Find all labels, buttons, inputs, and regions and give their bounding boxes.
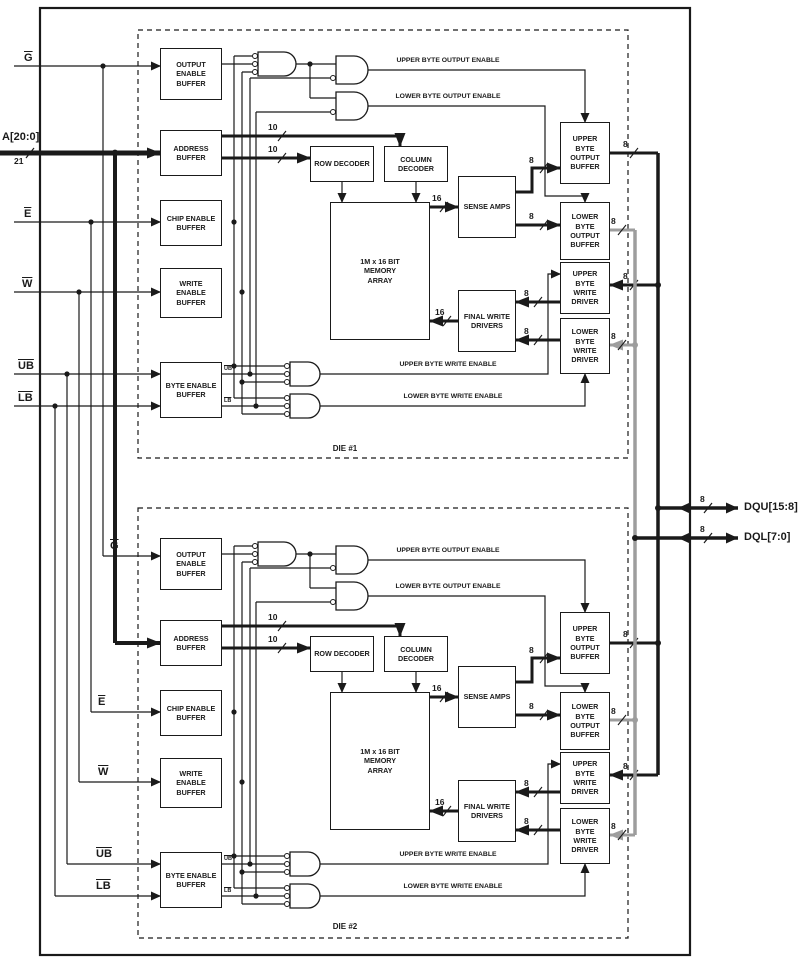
bus-width-8: 8 [529, 701, 534, 711]
output-enable-and-gate [257, 51, 297, 77]
die2-chip-enable-buffer: CHIP ENABLE BUFFER [160, 690, 222, 736]
package-boundary [38, 6, 692, 957]
inverter-bubbles [252, 53, 336, 417]
die1-upper-byte-write-enable-label: UPPER BYTE WRITE ENABLE [399, 361, 497, 368]
bus-width-8: 8 [524, 816, 529, 826]
die2-byte-enable-buffer: BYTE ENABLE BUFFER [160, 852, 222, 908]
die1-address-buffer: ADDRESS BUFFER [160, 130, 222, 176]
bus-width-10: 10 [268, 144, 278, 154]
die1-title: DIE #1 [332, 444, 358, 453]
die1-lower-byte-output-buffer: LOWER BYTE OUTPUT BUFFER [560, 202, 610, 260]
die2-lower-byte-write-driver: LOWER BYTE WRITE DRIVER [560, 808, 610, 864]
die2-row-decoder: ROW DECODER [310, 636, 374, 672]
bus-width-8: 8 [611, 821, 616, 831]
upper-output-enable-and-gate [335, 55, 369, 85]
bus-width-8: 8 [611, 706, 616, 716]
die2-write-enable-buffer: WRITE ENABLE BUFFER [160, 758, 222, 808]
signal-e-die1: E [24, 208, 32, 220]
bus-width-16: 16 [435, 797, 445, 807]
bus-width-10: 10 [268, 634, 278, 644]
die1-boundary [137, 29, 629, 459]
signal-g-die2: G [110, 540, 119, 552]
bus-width-8: 8 [524, 288, 529, 298]
bus-width-10: 10 [268, 122, 278, 132]
die1-byte-enable-buffer: BYTE ENABLE BUFFER [160, 362, 222, 418]
die2-final-write-drivers: FINAL WRITE DRIVERS [458, 780, 516, 842]
upper-write-enable-and-gate [289, 361, 321, 387]
lower-output-enable-and-gate [335, 91, 369, 121]
bus-width-16: 16 [432, 193, 442, 203]
die1-final-write-drivers: FINAL WRITE DRIVERS [458, 290, 516, 352]
die1-write-enable-buffer: WRITE ENABLE BUFFER [160, 268, 222, 318]
die2-column-decoder: COLUMN DECODER [384, 636, 448, 672]
bus-width-8: 8 [623, 761, 628, 771]
die1-lower-byte-output-enable-label: LOWER BYTE OUTPUT ENABLE [395, 93, 501, 100]
die1-column-decoder: COLUMN DECODER [384, 146, 448, 182]
external-junction-dots [52, 63, 661, 646]
die2-sense-amps: SENSE AMPS [458, 666, 516, 728]
die2-boundary [137, 507, 629, 939]
bus-width-21: 21 [14, 156, 24, 166]
die1-lower-byte-write-driver: LOWER BYTE WRITE DRIVER [560, 318, 610, 374]
die1-upper-byte-output-buffer: UPPER BYTE OUTPUT BUFFER [560, 122, 610, 184]
bus-width-8: 8 [524, 778, 529, 788]
bus-width-8: 8 [611, 216, 616, 226]
die1-ub-pin-label: UB [224, 366, 232, 372]
gray-junction-dots [632, 342, 638, 723]
bus-width-8: 8 [700, 494, 705, 504]
die2-ub-pin-label: UB [224, 856, 232, 862]
signal-ub-die1: UB [18, 360, 34, 372]
bus-width-8: 8 [529, 155, 534, 165]
die1-sense-amps: SENSE AMPS [458, 176, 516, 238]
external-wiring [0, 61, 738, 896]
die1-upper-byte-output-enable-label: UPPER BYTE OUTPUT ENABLE [396, 57, 500, 64]
die2-memory-array: 1M x 16 BIT MEMORY ARRAY [330, 692, 430, 830]
bus-width-8: 8 [529, 211, 534, 221]
die1-lb-pin-label: LB [224, 398, 232, 404]
signal-w-die2: W [98, 766, 109, 778]
die1-memory-array: 1M x 16 BIT MEMORY ARRAY [330, 202, 430, 340]
die2-upper-byte-write-enable-label: UPPER BYTE WRITE ENABLE [399, 851, 497, 858]
signal-lb-die2: LB [96, 880, 111, 892]
bus-width-8: 8 [524, 326, 529, 336]
signal-lb-die1: LB [18, 392, 33, 404]
signal-dqu: DQU[15:8] [744, 501, 798, 513]
die2-upper-byte-output-buffer: UPPER BYTE OUTPUT BUFFER [560, 612, 610, 674]
bus-width-8: 8 [611, 331, 616, 341]
die1-chip-enable-buffer: CHIP ENABLE BUFFER [160, 200, 222, 246]
die1-lower-byte-write-enable-label: LOWER BYTE WRITE ENABLE [403, 393, 503, 400]
die-internal-wiring [222, 51, 658, 419]
die2-address-buffer: ADDRESS BUFFER [160, 620, 222, 666]
bus-width-8: 8 [623, 139, 628, 149]
junction-dots [231, 61, 313, 409]
bus-width-8: 8 [623, 271, 628, 281]
dq-bidirectional-arrowheads [678, 502, 738, 544]
signal-dql: DQL[7:0] [744, 531, 791, 543]
die1-upper-byte-write-driver: UPPER BYTE WRITE DRIVER [560, 262, 610, 314]
bus-width-16: 16 [435, 307, 445, 317]
lower-write-enable-and-gate [289, 393, 321, 419]
bus-width-10: 10 [268, 612, 278, 622]
die2-upper-byte-write-driver: UPPER BYTE WRITE DRIVER [560, 752, 610, 804]
die2-lower-byte-write-enable-label: LOWER BYTE WRITE ENABLE [403, 883, 503, 890]
bus-width-8: 8 [700, 524, 705, 534]
bus-width-8: 8 [529, 645, 534, 655]
die1-output-enable-buffer: OUTPUT ENABLE BUFFER [160, 48, 222, 100]
die2-title: DIE #2 [332, 922, 358, 931]
signal-ub-die2: UB [96, 848, 112, 860]
signal-w-die1: W [22, 278, 33, 290]
signal-a: A[20:0] [2, 131, 40, 143]
signal-e-die2: E [98, 696, 106, 708]
bus-width-16: 16 [432, 683, 442, 693]
die2-lower-byte-output-enable-label: LOWER BYTE OUTPUT ENABLE [395, 583, 501, 590]
die2-output-enable-buffer: OUTPUT ENABLE BUFFER [160, 538, 222, 590]
die2-upper-byte-output-enable-label: UPPER BYTE OUTPUT ENABLE [396, 547, 500, 554]
die2-lb-pin-label: LB [224, 888, 232, 894]
die2-lower-byte-output-buffer: LOWER BYTE OUTPUT BUFFER [560, 692, 610, 750]
die1-row-decoder: ROW DECODER [310, 146, 374, 182]
signal-g-die1: G [24, 52, 33, 64]
logic-gates [257, 51, 369, 419]
bus-width-8: 8 [623, 629, 628, 639]
